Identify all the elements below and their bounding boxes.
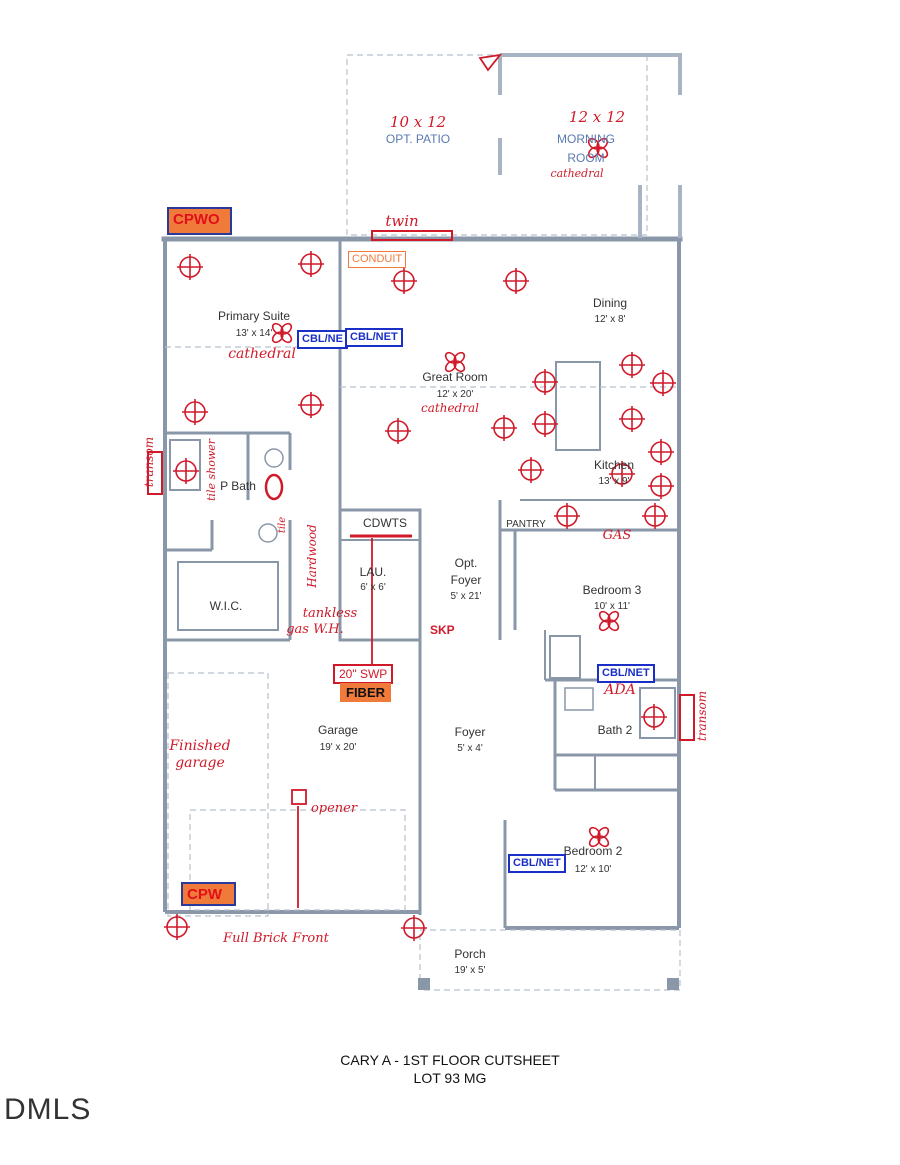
finished-note-2: garage	[175, 755, 225, 771]
porch-posts	[418, 978, 679, 990]
cbl-net-tag-bedroom2: CBL/NET	[508, 854, 566, 873]
walls	[161, 236, 683, 930]
ceiling-fan-icon	[453, 351, 466, 364]
patio-size-note: 10 x 12	[390, 113, 446, 131]
gas-note: GAS	[603, 528, 632, 543]
dining-dims: 12' x 8'	[594, 314, 625, 325]
bedroom2-dims: 12' x 10'	[575, 864, 612, 875]
dining-label: Dining	[593, 296, 627, 310]
opt-foyer-dims: 5' x 21'	[450, 591, 481, 602]
transom-right-note: transom	[695, 691, 709, 741]
morning-cathedral-note: cathedral	[550, 167, 604, 180]
fiber-tag: FIBER	[340, 683, 391, 702]
wic-label: W.I.C.	[210, 599, 243, 613]
tankless-note: tankless	[303, 606, 358, 621]
morning-size-note: 12 x 12	[569, 108, 625, 126]
ceiling-fan-icon	[596, 137, 609, 150]
garage-dims: 19' x 20'	[320, 742, 357, 753]
opener-note: opener	[311, 801, 358, 816]
swp-tag: 20" SWP	[333, 664, 394, 684]
lau-label: LAU.	[360, 565, 387, 579]
cbl-net-tag-primary-2: CBL/NET	[345, 328, 403, 347]
primary-suite-dims: 13' x 14'	[236, 328, 273, 339]
room-labels: OPT. PATIO MORNING ROOM Primary Suite 13…	[210, 132, 642, 976]
lau-dims: 6' x 6'	[360, 582, 386, 593]
great-cathedral-note: cathedral	[421, 401, 479, 415]
gas-wh-note: gas W.H.	[286, 622, 344, 637]
full-brick-note: Full Brick Front	[222, 931, 329, 946]
transom-left-note: transom	[142, 437, 156, 487]
ceiling-fan-icon	[607, 610, 620, 623]
ada-note: ADA	[602, 682, 635, 698]
cpwo-tag: CPWO	[167, 207, 232, 235]
garage-label: Garage	[318, 723, 358, 737]
bedroom3-label: Bedroom 3	[583, 583, 642, 597]
morning-room-label-1: MORNING	[557, 132, 615, 146]
handwritten-notes: 10 x 12 12 x 12 cathedral cathedral cath…	[142, 108, 709, 946]
opt-patio-label: OPT. PATIO	[386, 132, 450, 146]
tile-note: tile	[277, 517, 288, 533]
caption-title: CARY A - 1ST FLOOR CUTSHEET	[340, 1052, 560, 1068]
watermark-logo: DMLS	[4, 1093, 92, 1126]
bedroom3-dims: 10' x 11'	[594, 601, 630, 612]
hardwood-note: Hardwood	[305, 524, 319, 589]
cbl-net-tag-bath2: CBL/NET	[597, 664, 655, 683]
great-room-label: Great Room	[422, 370, 487, 384]
foyer-label: Foyer	[455, 725, 486, 739]
p-bath-label: P Bath	[220, 479, 256, 493]
ceiling-fan-icon	[280, 322, 293, 335]
light-fixtures	[164, 137, 676, 941]
finished-note-1: Finished	[168, 738, 230, 754]
primary-suite-label: Primary Suite	[218, 309, 290, 323]
kitchen-label: Kitchen	[594, 458, 634, 472]
foyer-dims: 5' x 4'	[457, 743, 483, 754]
bedroom2-label: Bedroom 2	[564, 844, 623, 858]
morning-room-label-2: ROOM	[567, 151, 604, 165]
skp-tag: SKP	[430, 623, 455, 637]
porch-label: Porch	[454, 947, 485, 961]
opt-foyer-label-2: Foyer	[451, 573, 482, 587]
opt-foyer-label-1: Opt.	[455, 556, 478, 570]
kitchen-dims: 13' x 9'	[598, 476, 629, 487]
porch-dims: 19' x 5'	[454, 965, 485, 976]
morning-room-walls	[498, 53, 682, 238]
caption-lot: LOT 93 MG	[413, 1070, 487, 1086]
twin-note: twin	[385, 212, 418, 230]
great-room-dims: 12' x 20'	[437, 389, 474, 400]
electrical-markups	[147, 53, 695, 908]
conduit-tag: CONDUIT	[348, 251, 407, 268]
tile-shower-note: tile shower	[205, 438, 218, 501]
bath2-label: Bath 2	[598, 723, 633, 737]
cdwts-label: CDWTS	[363, 516, 407, 530]
primary-cathedral-note: cathedral	[228, 346, 296, 362]
ceiling-fan-icon	[597, 826, 610, 839]
cpw-tag: CPW	[181, 882, 236, 906]
pantry-label: PANTRY	[506, 519, 546, 530]
cbl-net-tag-primary: CBL/NE	[297, 330, 348, 349]
